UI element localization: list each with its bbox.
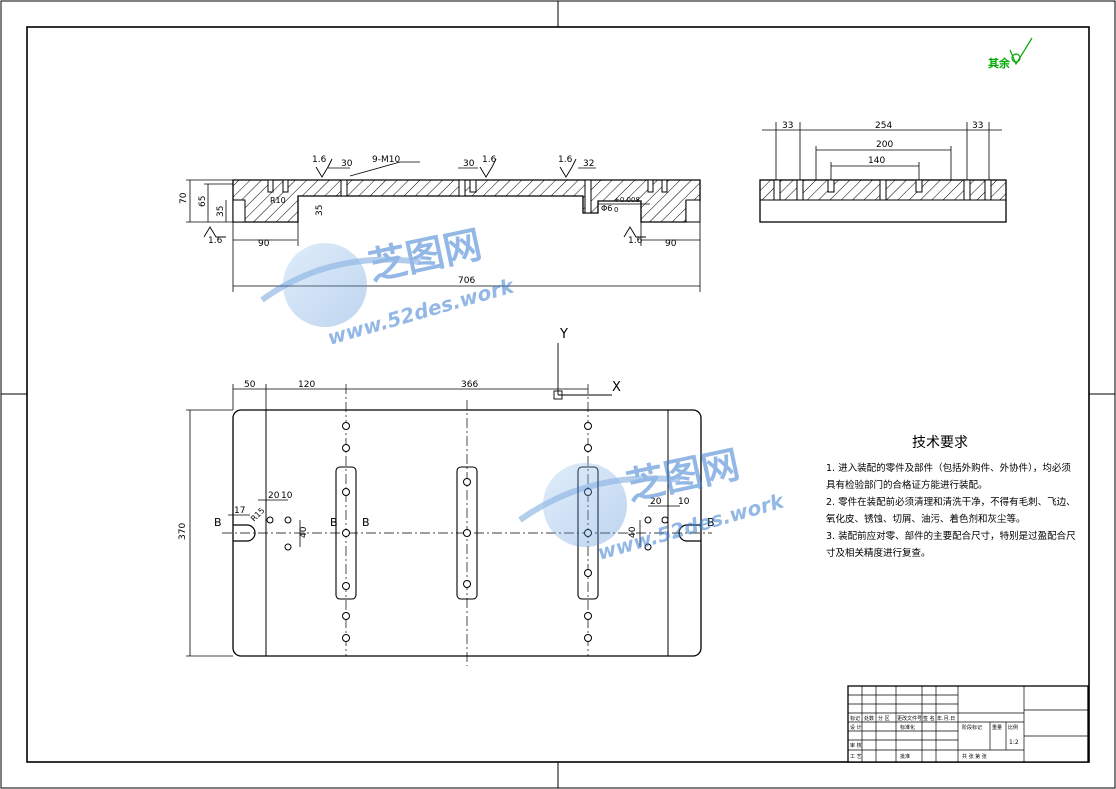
dim-label: R10 bbox=[270, 196, 286, 205]
dim-label: 17 bbox=[234, 506, 245, 516]
side-view: 33 254 33 200 140 bbox=[759, 121, 1007, 223]
tb-sheets-label: 共 张 第 张 bbox=[962, 753, 987, 760]
dim-label: 33 bbox=[782, 121, 793, 131]
thread-note: 9-M10 bbox=[372, 155, 400, 165]
dim-label: 65 bbox=[198, 196, 208, 207]
roughness-note-text: 其余 bbox=[988, 56, 1011, 70]
tb-row-label: 设 计 bbox=[850, 724, 862, 731]
dim-label: 90 bbox=[665, 239, 677, 249]
dim-label: 30 bbox=[463, 159, 475, 169]
dim-label: 200 bbox=[876, 140, 893, 150]
dim-label: 32 bbox=[583, 159, 594, 169]
title-block: 标记 处数 分 区 更改文件号 签 名 年.月.日 设 计 审 核 工 艺 标准… bbox=[847, 685, 1089, 763]
overall-length-label: 706 bbox=[458, 276, 475, 286]
roughness-label: 1.6 bbox=[558, 155, 573, 165]
general-roughness-note: 其余 bbox=[988, 37, 1033, 70]
dim-label: 370 bbox=[178, 523, 188, 540]
axis-y-label: Y bbox=[559, 327, 568, 342]
tb-header-cell: 年.月.日 bbox=[937, 715, 955, 722]
roughness-label: 1.6 bbox=[312, 155, 327, 165]
tb-header-cell: 签 名 bbox=[923, 715, 935, 722]
dim-label: 20 bbox=[650, 497, 662, 507]
tb-header-cell: 处数 bbox=[864, 715, 874, 722]
roughness-label: 1.6 bbox=[208, 236, 223, 246]
dim-label: 120 bbox=[298, 380, 315, 390]
dim-label: 20 bbox=[268, 491, 280, 501]
tech-req-item: 1. 进入装配的零件及部件（包括外购件、外协件），均必须具有检验部门的合格证方能… bbox=[826, 463, 1071, 491]
dim-label: 35 bbox=[216, 206, 226, 217]
tb-weight-label: 重量 bbox=[992, 724, 1002, 731]
section-mark: B bbox=[362, 516, 370, 529]
tb-header-cell: 标记 bbox=[850, 715, 860, 722]
dim-label: 40 bbox=[299, 526, 309, 538]
dim-label: 140 bbox=[868, 156, 885, 166]
axis-x-label: X bbox=[612, 380, 621, 395]
roughness-label: 1.6 bbox=[628, 236, 643, 246]
watermark-globe-icon bbox=[283, 243, 367, 327]
fit-label: Φ6 bbox=[601, 204, 612, 213]
tb-scale-value: 1:2 bbox=[1009, 739, 1019, 746]
watermark-globe-icon bbox=[543, 463, 627, 547]
section-mark: B bbox=[214, 516, 222, 529]
tech-req-title: 技术要求 bbox=[912, 435, 968, 451]
tb-std-label: 标准化 bbox=[900, 724, 915, 731]
dim-label: 254 bbox=[875, 121, 892, 131]
dim-label: 30 bbox=[341, 159, 353, 169]
tolerance-label: 0 bbox=[614, 206, 618, 214]
section-mark: B bbox=[707, 516, 715, 529]
surface-finish-check-icon bbox=[1009, 37, 1033, 66]
tolerance-label: +0.008 bbox=[614, 196, 640, 204]
tb-row-label: 审 核 bbox=[850, 742, 862, 749]
dim-label: 33 bbox=[972, 121, 983, 131]
tb-header-cell: 分 区 bbox=[878, 715, 890, 722]
dim-label: 10 bbox=[678, 497, 690, 507]
dim-label: 366 bbox=[461, 380, 478, 390]
dim-label: 70 bbox=[179, 192, 189, 204]
tb-scale-label: 比例 bbox=[1008, 724, 1018, 731]
tb-row-label: 工 艺 bbox=[850, 754, 862, 760]
tb-stage-label: 阶段标记 bbox=[962, 724, 982, 731]
dim-label: 10 bbox=[281, 491, 293, 501]
technical-requirements: 技术要求 1. 进入装配的零件及部件（包括外购件、外协件），均必须具有检验部门的… bbox=[826, 435, 1076, 559]
section-view: 1.6 1.6 1.6 1.6 1.6 30 9-M10 30 32 70 65… bbox=[179, 155, 701, 292]
tb-header-cell: 更改文件号 bbox=[897, 715, 922, 722]
section-mark: B bbox=[330, 516, 338, 529]
tech-req-item: 3. 装配前应对零、部件的主要配合尺寸，特别是过盈配合尺寸及相关精度进行复查。 bbox=[826, 531, 1076, 559]
dim-label: 40 bbox=[628, 526, 638, 538]
tb-approve-label: 批准 bbox=[900, 753, 910, 760]
dim-label: 50 bbox=[244, 380, 256, 390]
dim-label: 90 bbox=[258, 239, 270, 249]
tech-req-item: 2. 零件在装配前必须清理和清洗干净，不得有毛刺、飞边、氧化皮、锈蚀、切屑、油污… bbox=[826, 497, 1076, 525]
dim-label: 35 bbox=[315, 205, 325, 216]
roughness-label: 1.6 bbox=[482, 155, 497, 165]
